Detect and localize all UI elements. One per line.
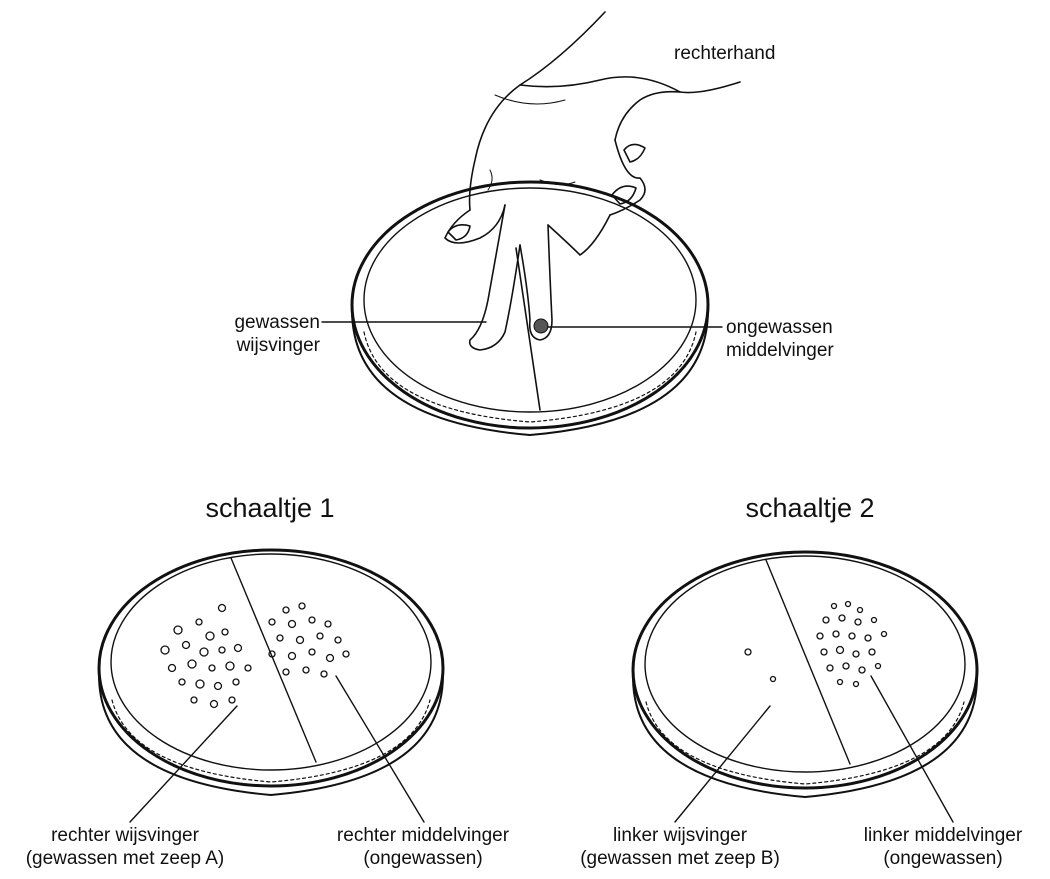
dish-1-left-colonies: [161, 605, 251, 708]
petri-dish-1: [99, 550, 443, 795]
label-line-2: middelvinger: [726, 339, 834, 362]
label-rechter-middelvinger: rechter middelvinger (ongewassen): [308, 824, 538, 870]
label-gewassen-wijsvinger: gewassen wijsvinger: [200, 311, 320, 357]
dish-2-title: schaaltje 2: [700, 492, 920, 524]
dish-2-right-colonies: [817, 602, 887, 687]
dish-1-title: schaaltje 1: [160, 492, 380, 524]
label-ongewassen-middelvinger: ongewassen middelvinger: [726, 316, 834, 362]
dish-1-right-colonies: [269, 603, 349, 677]
label-line-1: gewassen: [200, 311, 320, 334]
top-leader-lines: [322, 322, 722, 327]
dish-2-divider-line: [766, 560, 850, 764]
label-line-2: (gewassen met zeep A): [0, 847, 250, 870]
label-line-1: ongewassen: [726, 316, 834, 339]
label-linker-middelvinger: linker middelvinger (ongewassen): [838, 824, 1048, 870]
label-line-2: (gewassen met zeep B): [560, 847, 800, 870]
label-rechter-wijsvinger: rechter wijsvinger (gewassen met zeep A): [0, 824, 250, 870]
label-line-2: (ongewassen): [308, 847, 538, 870]
top-petri-dish: [352, 182, 708, 435]
label-line-2: (ongewassen): [838, 847, 1048, 870]
label-linker-wijsvinger: linker wijsvinger (gewassen met zeep B): [560, 824, 800, 870]
bottom-leader-lines: [130, 676, 953, 822]
petri-dish-2: [633, 552, 977, 797]
dish-2-left-colonies: [745, 649, 776, 682]
label-line-1: linker wijsvinger: [560, 824, 800, 847]
label-rechterhand: rechterhand: [674, 42, 775, 65]
label-line-1: rechter middelvinger: [308, 824, 538, 847]
label-line-1: linker middelvinger: [838, 824, 1048, 847]
label-line-2: wijsvinger: [200, 334, 320, 357]
dish-1-divider-line: [231, 558, 316, 762]
label-line-1: rechter wijsvinger: [0, 824, 250, 847]
